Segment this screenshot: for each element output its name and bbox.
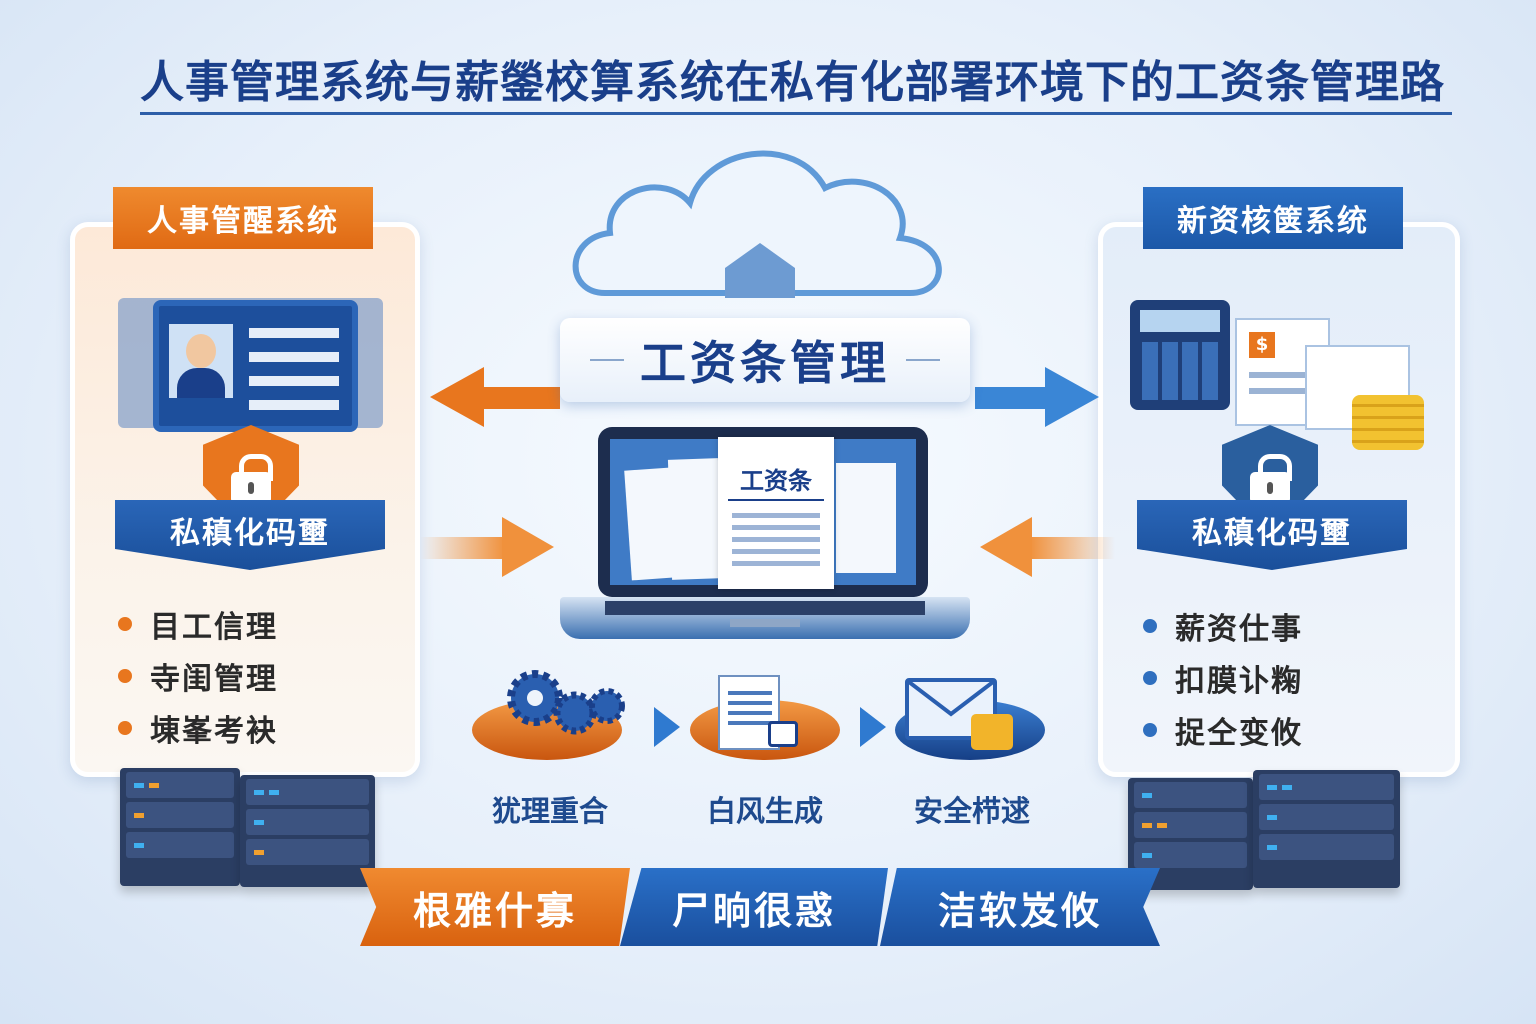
server-rack-icon	[1128, 778, 1253, 890]
list-item-label: 捉仝变攸	[1175, 716, 1303, 751]
list-item: 扣膜讣粷	[1143, 652, 1403, 704]
hr-system-tab: 人事管醒系统	[113, 187, 373, 249]
laptop-keyboard-base	[560, 597, 970, 639]
server-rack-icon	[240, 775, 375, 887]
bottom-bar-item: 根雅什寡	[360, 868, 630, 946]
arrow-from-payroll-icon	[980, 517, 1115, 577]
payslip-document-icon: 工资条	[718, 437, 834, 589]
arrow-to-hr-icon	[430, 367, 560, 427]
list-item-label: 目工信理	[150, 610, 278, 645]
list-item: 目工信理	[118, 598, 378, 650]
step-label: 安全栉逑	[913, 794, 1030, 828]
bottom-bar-item: 尸晌很惑	[620, 868, 888, 946]
step-label: 白风生成	[706, 794, 823, 828]
list-item: 寺闺管理	[118, 650, 378, 702]
payslip-management-banner: 工资条管理	[560, 318, 970, 402]
list-item-label: 埬峯考袂	[150, 714, 278, 749]
server-rack-icon	[120, 768, 240, 886]
cloud-icon	[572, 150, 942, 298]
list-item-label: 寺闺管理	[150, 662, 278, 697]
banner-label: 工资条管理	[640, 336, 890, 390]
calculator-icon	[1130, 300, 1230, 410]
list-item-label: 扣膜讣粷	[1175, 664, 1303, 699]
gears-icon	[507, 670, 625, 735]
arrow-from-hr-icon	[420, 517, 555, 577]
envelope-lock-icon	[905, 678, 1013, 750]
list-item: 薪资仕事	[1143, 600, 1403, 652]
next-step-arrow-icon	[654, 707, 680, 747]
document-lock-icon	[718, 675, 798, 750]
server-rack-icon	[1253, 770, 1400, 888]
coins-icon	[1352, 395, 1424, 450]
page-title: 人事管理系统与薪鎣校算系统在私有化部署环境下的工资条管理路	[140, 57, 1445, 108]
payroll-system-tab: 新资核箧系统	[1143, 187, 1403, 249]
payslip-document-title: 工资条	[740, 467, 812, 495]
step-label: 犹理重合	[491, 794, 608, 828]
list-item: 捉仝变攸	[1143, 704, 1403, 756]
next-step-arrow-icon	[860, 707, 886, 747]
arrow-to-payroll-icon	[975, 367, 1100, 427]
list-item-label: 薪资仕事	[1175, 612, 1303, 647]
bottom-bar-item: 洁软岌攸	[880, 868, 1160, 946]
laptop-icon: 工资条	[598, 427, 928, 597]
payroll-feature-list: 薪资仕事 扣膜讣粷 捉仝变攸	[1143, 600, 1403, 756]
list-item: 埬峯考袂	[118, 702, 378, 754]
title-divider	[140, 112, 1452, 115]
hr-feature-list: 目工信理 寺闺管理 埬峯考袂	[118, 598, 378, 754]
